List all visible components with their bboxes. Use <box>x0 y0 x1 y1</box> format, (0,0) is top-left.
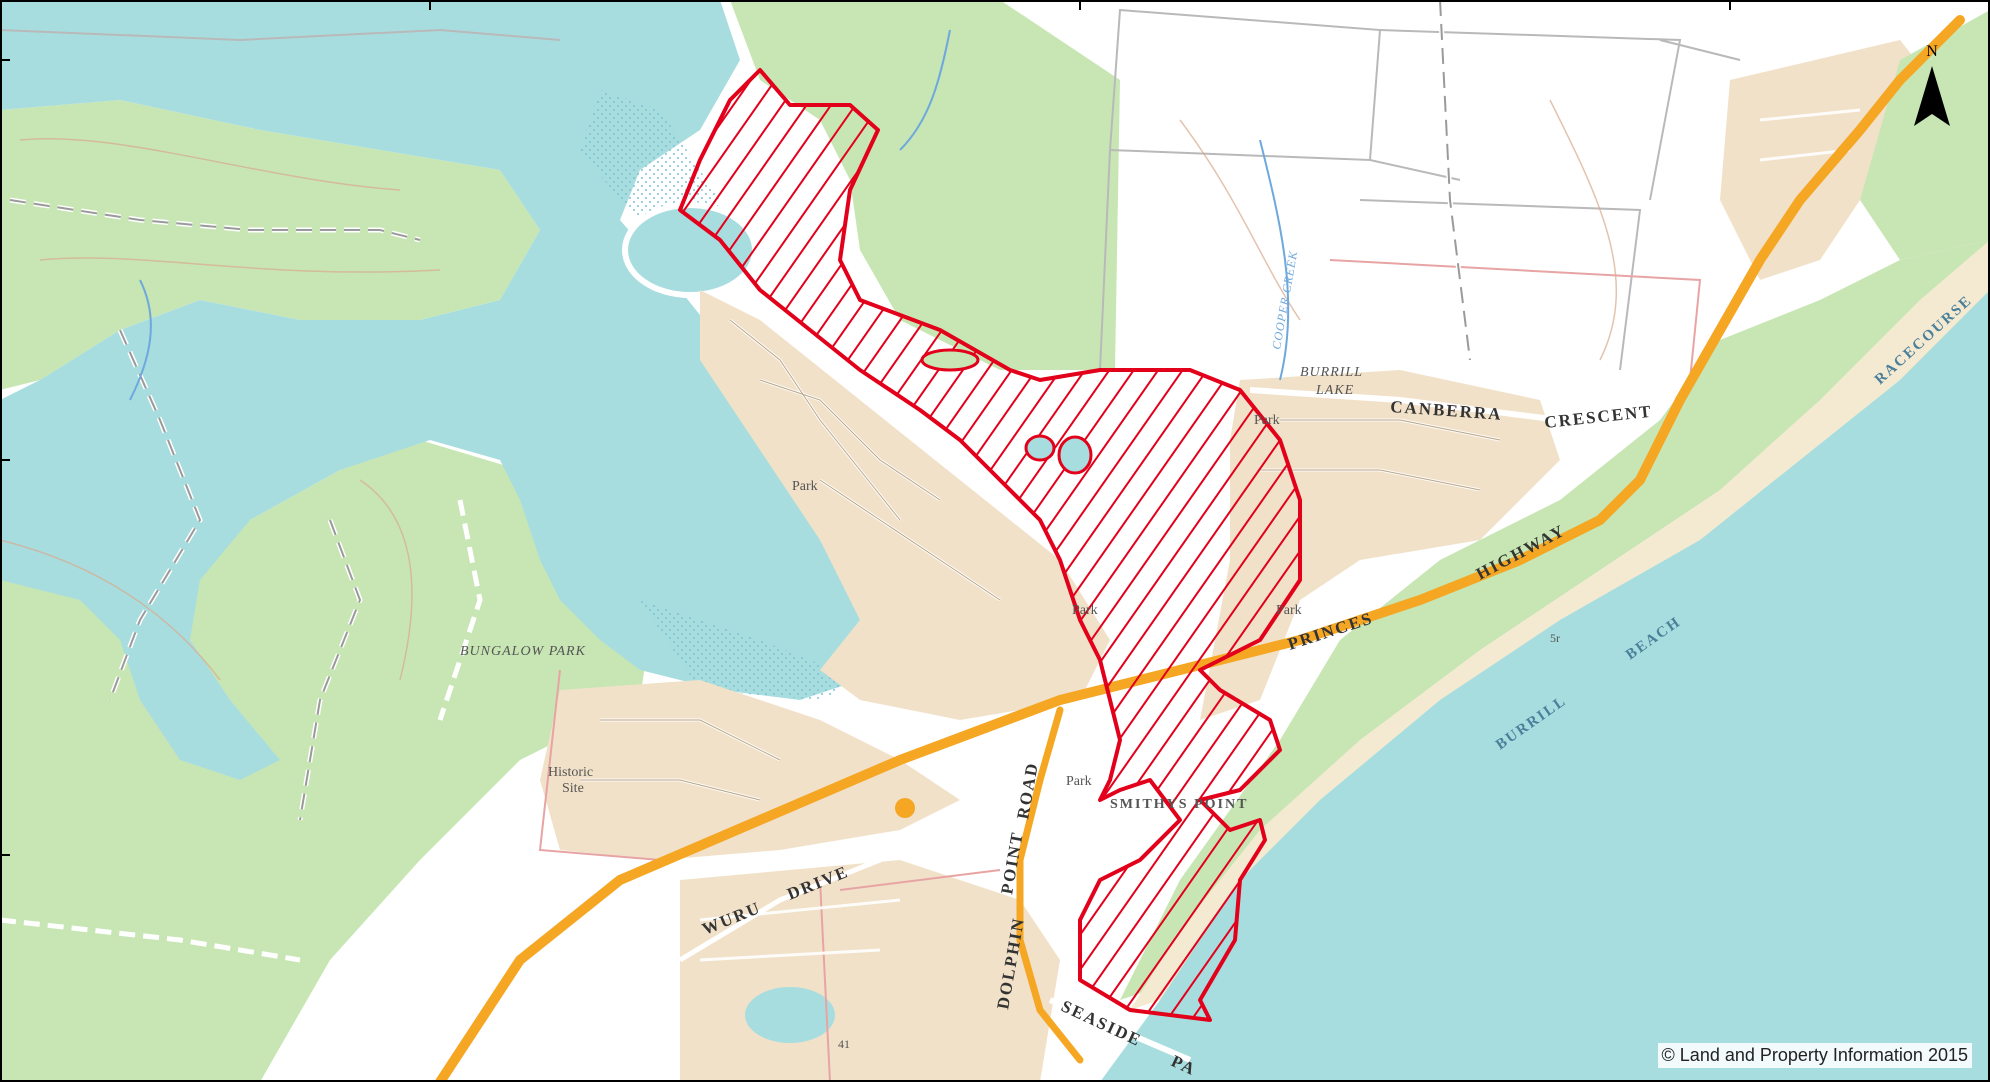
urban-burrill-lake <box>700 290 1110 720</box>
ocean <box>1100 290 1990 1082</box>
label-park-4: Park <box>1066 774 1092 789</box>
roundabout <box>895 798 915 818</box>
seaside-parade <box>1048 997 1192 1063</box>
north-arrow-icon <box>1914 66 1950 126</box>
label-smithys-point: SMITHYS POINT <box>1110 797 1248 812</box>
label-bungalow-park: BUNGALOW PARK <box>460 644 586 659</box>
wuru-drive <box>678 837 922 963</box>
zone-hole-3 <box>1057 435 1093 475</box>
label-historic-2: Site <box>562 781 584 796</box>
label-park-2: Park <box>1072 603 1098 618</box>
label-historic-1: Historic <box>548 765 593 780</box>
zone-hole-1 <box>920 348 980 372</box>
small-lake-south <box>745 987 835 1043</box>
creeks <box>129 29 1290 401</box>
street-outlines <box>580 319 1501 801</box>
label-spot-41: 41 <box>838 1037 850 1051</box>
property-boundaries <box>538 259 1702 1082</box>
hatched-zone[interactable] <box>678 68 1302 1022</box>
copyright-notice: © Land and Property Information 2015 <box>1657 1043 1972 1068</box>
dolphin-point-road <box>1016 706 1084 1064</box>
track-dashes <box>9 0 1471 821</box>
cadastral-lines <box>0 8 1741 371</box>
north-label: N <box>1926 43 1938 60</box>
label-burrill-lake-1: BURRILL <box>1300 365 1363 380</box>
label-park-3: Park <box>1276 603 1302 618</box>
label-park-5: Park <box>1254 413 1280 428</box>
north-arrow: N <box>1914 43 1950 126</box>
label-spot-5r: 5r <box>1550 631 1560 645</box>
contours <box>0 99 1618 681</box>
bushland-north <box>730 0 1120 370</box>
northeast-reserve <box>1860 10 1990 260</box>
lake-shoal-south <box>640 600 860 700</box>
zone-hole-2 <box>1024 434 1056 462</box>
canberra-crescent <box>1249 387 1661 424</box>
urban-southwest <box>540 680 960 860</box>
burrill-lake-water <box>0 0 880 780</box>
label-burrill-lake-2: LAKE <box>1315 383 1354 398</box>
bushland-northwest <box>0 100 540 390</box>
label-park-1: Park <box>792 479 818 494</box>
urban-east <box>1200 370 1560 720</box>
burrill-beach-sand <box>1130 240 1990 1010</box>
princes-highway <box>435 15 1965 1082</box>
zone-north[interactable] <box>678 68 1302 1022</box>
